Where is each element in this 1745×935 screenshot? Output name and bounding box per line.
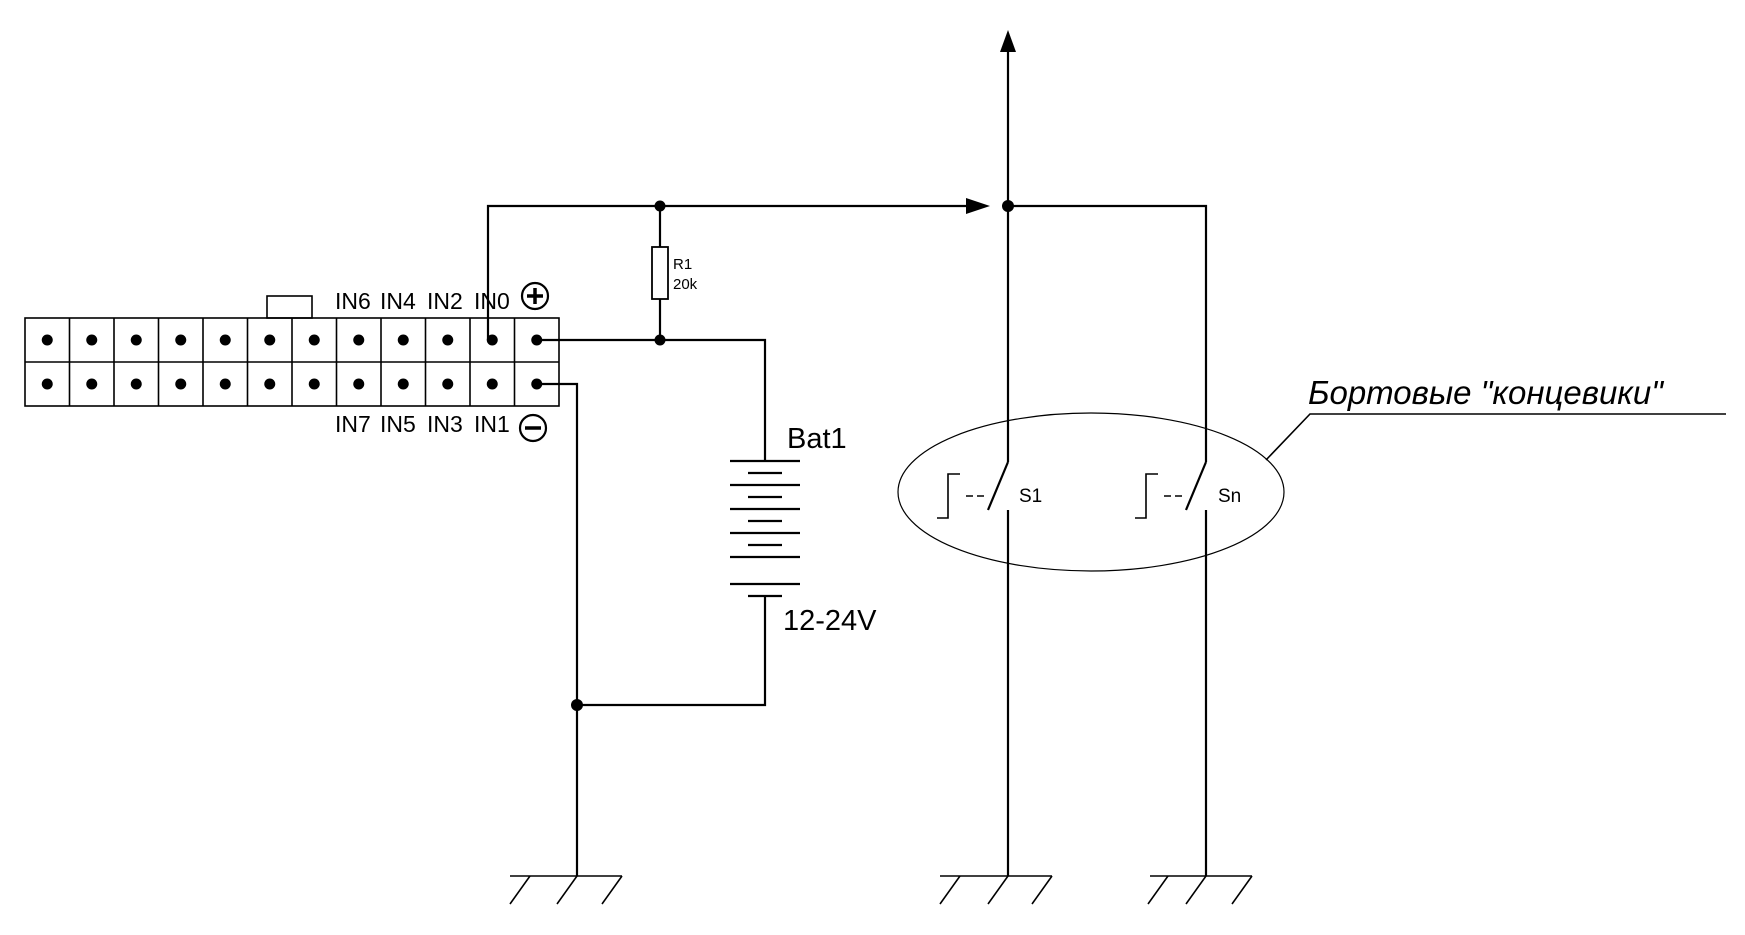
pin-label-in3: IN3	[427, 411, 463, 437]
resistor-name: R1	[673, 256, 692, 273]
pin-label-in0: IN0	[474, 288, 510, 314]
connector-pin	[397, 378, 409, 390]
connector-pin	[41, 334, 53, 346]
pin-label-in1: IN1	[474, 411, 510, 437]
junction-dot	[571, 699, 583, 711]
connector-block	[24, 295, 560, 407]
connector-pin	[86, 378, 98, 390]
wire-battery-to-node	[577, 596, 767, 707]
connector-pin	[531, 378, 543, 390]
connector-pin	[308, 334, 320, 346]
connector-pin	[130, 378, 142, 390]
connector-pin	[442, 334, 454, 346]
connector-pin	[219, 378, 231, 390]
callout-leader	[1265, 413, 1726, 461]
connector-pin	[130, 334, 142, 346]
pin-label-in2: IN2	[427, 288, 463, 314]
callout-label: Бортовые "концевики"	[1308, 374, 1664, 411]
pin-label-in4: IN4	[380, 288, 416, 314]
connector-pin	[353, 334, 365, 346]
wire-in0-to-bus	[486, 204, 972, 340]
resistor-body	[651, 246, 669, 300]
connector-pin	[531, 334, 543, 346]
connector-pin	[486, 334, 498, 346]
connector-pin	[264, 378, 276, 390]
arrow-up-icon	[1000, 30, 1016, 52]
pin-label-in5: IN5	[380, 411, 416, 437]
junction-dot	[1002, 200, 1014, 212]
ground-icon	[939, 875, 1053, 905]
battery-voltage: 12-24V	[783, 605, 877, 637]
ground-icon	[509, 875, 623, 905]
connector-pin	[264, 334, 276, 346]
switch-actuator	[1135, 473, 1158, 519]
switch-sn: Sn	[1135, 461, 1241, 530]
wire-bus-to-sn	[1010, 204, 1208, 462]
connector-pin	[397, 334, 409, 346]
callout-ellipse	[897, 412, 1285, 572]
junction-dots	[571, 200, 1014, 711]
pin-label-in7: IN7	[335, 411, 371, 437]
connector-pin	[175, 378, 187, 390]
switch-blade	[1184, 461, 1208, 511]
switch-sn-label: Sn	[1218, 486, 1241, 507]
minus-circle-icon	[518, 413, 548, 443]
wires	[486, 45, 1208, 876]
pin-label-in6: IN6	[335, 288, 371, 314]
switch-s1-label: S1	[1019, 486, 1042, 507]
arrow-right-icon	[966, 198, 990, 214]
wire-minus-to-ground	[537, 382, 579, 876]
switch-blade	[986, 461, 1010, 511]
connector-pin	[353, 378, 365, 390]
connector-latch	[266, 295, 313, 319]
connector-pin	[308, 378, 320, 390]
resistor-value: 20k	[673, 276, 698, 293]
connector-pin	[486, 378, 498, 390]
junction-dot	[654, 200, 666, 212]
plus-circle-icon	[520, 281, 550, 311]
wire-plus-to-battery	[537, 338, 767, 461]
battery-bat1: Bat1 12-24V	[730, 423, 877, 637]
battery-name: Bat1	[787, 423, 847, 455]
connector-pin	[41, 378, 53, 390]
ground-icon	[1147, 875, 1253, 905]
connector-pin	[175, 334, 187, 346]
pin-labels-bottom: IN7 IN5 IN3 IN1	[335, 411, 510, 437]
connector-pin	[86, 334, 98, 346]
connector-pin	[442, 378, 454, 390]
resistor-r1: R1 20k	[651, 246, 698, 300]
switch-s1: S1	[937, 461, 1042, 530]
connector-pin	[219, 334, 231, 346]
junction-dot	[654, 334, 666, 346]
callout: Бортовые "концевики"	[897, 374, 1726, 572]
pin-labels-top: IN6 IN4 IN2 IN0	[335, 288, 510, 314]
switch-actuator	[937, 473, 960, 519]
